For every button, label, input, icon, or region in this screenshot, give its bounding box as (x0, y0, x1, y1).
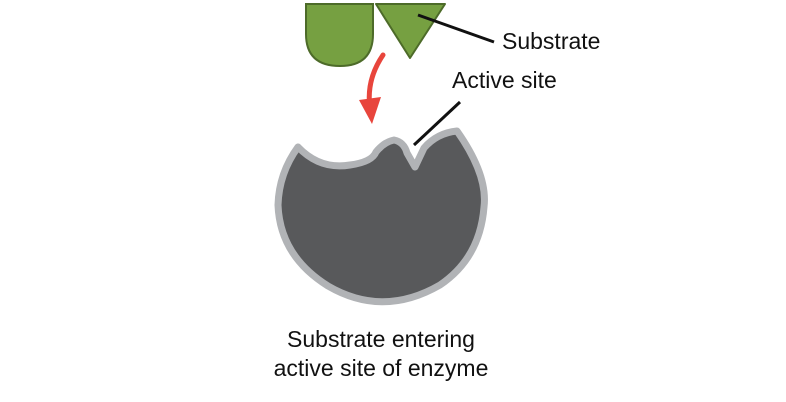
substrate-triangle (375, 3, 446, 59)
caption-line-2: active site of enzyme (274, 355, 489, 381)
substrate-shape (305, 3, 446, 68)
substrate-label: Substrate (502, 28, 600, 54)
arrow-head (359, 97, 381, 124)
caption-line-1: Substrate entering (287, 326, 475, 352)
entering-arrow (359, 52, 386, 124)
enzyme-shape (274, 127, 488, 306)
active-site-leader-line (412, 100, 462, 147)
active-site-label: Active site (452, 67, 557, 93)
substrate-rounded-block (305, 3, 374, 68)
substrate-leader-line (417, 13, 495, 44)
